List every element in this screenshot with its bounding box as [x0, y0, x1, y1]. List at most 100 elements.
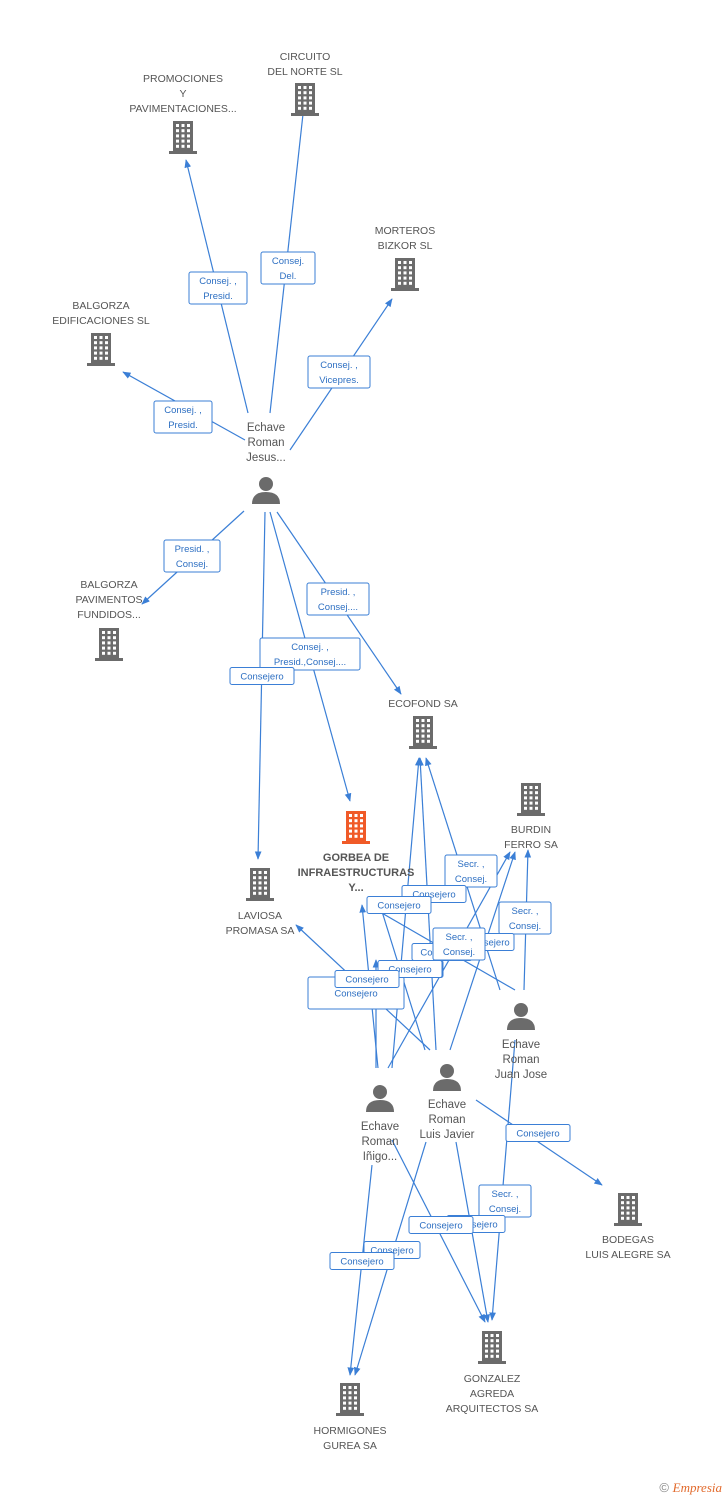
edge-label-inigo-to-burdin[interactable]: Secr. ,Consej. [432, 927, 486, 961]
edge-label-text: Consejero [240, 672, 283, 683]
node-label: BURDIN [511, 824, 551, 836]
node-label: INFRAESTRUCTURAS [298, 867, 415, 879]
brand-logo[interactable]: Empresia [672, 1480, 722, 1495]
edge-label-text: Consejero [340, 1257, 383, 1268]
node-label: Y... [348, 882, 363, 894]
edge-label-text: Consej. [443, 947, 475, 958]
edge-label-box [366, 896, 432, 914]
node-label: ARQUITECTOS SA [446, 1403, 539, 1415]
edge-label-box [334, 970, 400, 988]
edge-jesus-to-laviosa [254, 511, 266, 860]
person-icon [433, 1064, 461, 1091]
person-icon [366, 1085, 394, 1112]
edge-label-jesus-to-morteros[interactable]: Consej. , Vicepres. [307, 355, 371, 389]
edge-label-box [259, 637, 361, 671]
node-label: GONZALEZ [464, 1373, 521, 1385]
edge-label-box [188, 271, 248, 305]
building-icon [87, 333, 115, 366]
node-label: Iñigo... [363, 1151, 398, 1163]
edge-label-juanjose-to-gonzalez[interactable]: Secr. ,Consej. [478, 1184, 532, 1218]
edge-label-luisjavier-to-bodegas[interactable]: Consejero [505, 1124, 571, 1142]
edge-label-juanjose-to-ecofond[interactable]: Secr. ,Consej. [444, 854, 498, 888]
edge-label-text: Consej. [489, 1204, 521, 1215]
edge-label-box [505, 1124, 571, 1142]
edge-label-box [260, 251, 316, 285]
edge-label-box [307, 355, 371, 389]
edge-label-text: Consejero [388, 965, 431, 976]
node-label: HORMIGONES [314, 1425, 387, 1437]
node-label: PROMOCIONES [143, 73, 223, 85]
node-label: MORTEROS [375, 225, 435, 237]
node-label: PAVIMENTOS [75, 594, 142, 606]
edge-label-jesus-to-laviosa[interactable]: Consejero [229, 667, 295, 685]
edge-label-text: Consej.... [318, 602, 358, 613]
node-promociones[interactable]: PROMOCIONESYPAVIMENTACIONES... [129, 73, 237, 154]
node-gorbea[interactable]: GORBEA DEINFRAESTRUCTURASY... [298, 811, 415, 894]
node-balgorza_pav[interactable]: BALGORZAPAVIMENTOSFUNDIDOS... [75, 579, 143, 661]
node-ecofond[interactable]: ECOFOND SA [388, 698, 458, 749]
edge-label-jesus-to-balgorza_pav[interactable]: Presid. ,Consej. [163, 539, 221, 573]
edge-label-box [229, 667, 295, 685]
building-icon [409, 716, 437, 749]
edge-label-inigo-to-laviosa[interactable]: Consejero [334, 970, 400, 988]
node-label: Echave [502, 1039, 540, 1051]
node-label: Roman [428, 1114, 465, 1126]
edge-label-inigo-to-hormigones[interactable]: Consejero [329, 1252, 395, 1270]
edge-label-jesus-to-balgorza_ed[interactable]: Consej. ,Presid. [153, 400, 213, 434]
node-inigo[interactable]: EchaveRomanIñigo... [361, 1085, 399, 1163]
node-label: DEL NORTE SL [267, 66, 342, 78]
edge-label-juanjose-to-burdin[interactable]: Secr. ,Consej. [498, 901, 552, 935]
edge-luisjavier-to-bodegas [475, 1099, 603, 1186]
building-icon [342, 811, 370, 844]
building-icon [478, 1331, 506, 1364]
building-icon [336, 1383, 364, 1416]
node-label: BODEGAS [602, 1234, 654, 1246]
node-label: Roman [247, 437, 284, 449]
edge-label-text: Presid. [168, 420, 198, 431]
edge-label-text: Consejero [412, 890, 455, 901]
edge-juanjose-to-gonzalez [489, 1039, 516, 1321]
node-hormigones[interactable]: HORMIGONES GUREA SA [314, 1383, 387, 1452]
node-label: Roman [361, 1136, 398, 1148]
edge-label-text: Presid.,Consej.... [274, 657, 346, 668]
edge-label-text: Consej. , [291, 642, 329, 653]
edge-label-luisjavier-to-gorbea[interactable]: Consejero [366, 896, 432, 914]
person-icon [252, 477, 280, 504]
edge-label-text: Consej. [272, 256, 304, 267]
edge-label-box [444, 854, 498, 888]
building-icon [391, 258, 419, 291]
node-label: PAVIMENTACIONES... [129, 103, 236, 115]
edge-label-text: Vicepres. [319, 375, 358, 386]
edge-label-text: Consejero [370, 1246, 413, 1257]
node-label: Juan Jose [495, 1069, 547, 1081]
edge-label-luisjavier-to-hormigones[interactable]: Consejero [408, 1216, 474, 1234]
node-label: Echave [247, 422, 285, 434]
node-label: GUREA SA [323, 1440, 377, 1452]
edge-label-jesus-to-gorbea[interactable]: Consej. , Presid.,Consej.... [259, 637, 361, 671]
edge-label-jesus-to-circuito[interactable]: Consej.Del. [260, 251, 316, 285]
edge-label-text: Consej. [455, 874, 487, 885]
edge-label-jesus-to-promociones[interactable]: Consej. ,Presid. [188, 271, 248, 305]
edge-label-jesus-to-ecofond[interactable]: Presid. , Consej.... [306, 582, 370, 616]
edge-label-box [498, 901, 552, 935]
edge-label-box [408, 1216, 474, 1234]
edge-label-text: Consej. , [320, 360, 358, 371]
edge-label-text: Consej. , [199, 276, 237, 287]
edge-label-text: Presid. , [175, 544, 210, 555]
edge-label-text: Presid. , [321, 587, 356, 598]
node-jesus[interactable]: EchaveRomanJesus... [246, 422, 286, 504]
node-label: Echave [361, 1121, 399, 1133]
node-label: Luis Javier [420, 1129, 475, 1141]
footer-credit: © Empresia [659, 1480, 722, 1496]
node-label: LAVIOSA [238, 910, 282, 922]
